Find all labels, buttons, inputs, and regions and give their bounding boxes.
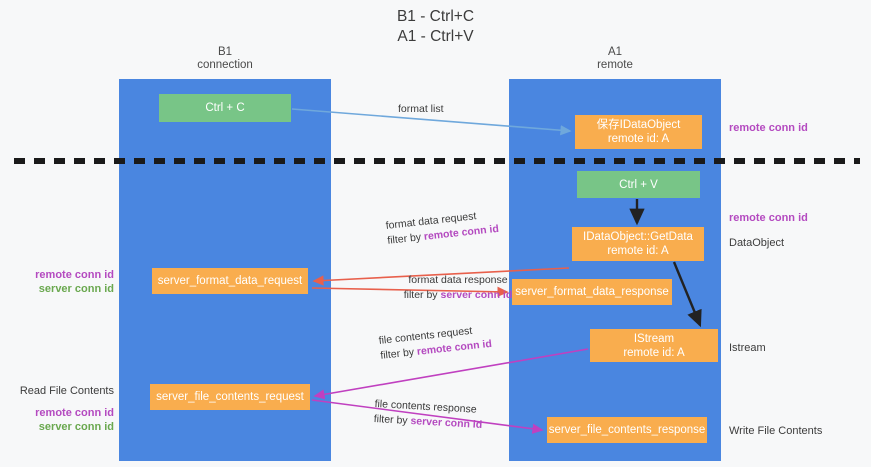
annotation-text: Write File Contents [729,425,823,437]
annotation-read-file-contents: Read File Contents [19,385,114,397]
filter-by-prefix: filter by [379,345,418,362]
annotation-right-remote-conn-id-1: remote conn id [729,121,808,135]
arrow-label-file-contents-request: file contents request filter by remote c… [378,322,493,364]
box-server-format-data-response[interactable]: server_format_data_response [512,279,672,305]
token-server-conn-id: server conn id [440,289,513,301]
box-server-file-contents-request-label: server_file_contents_request [156,391,304,403]
annotation-right-write-file-contents: Write File Contents [729,424,822,438]
arrow-label-format-list-text: format list [398,103,444,115]
lane-header-b1: B1 connection [119,46,331,72]
lane-header-a1-name: A1 [607,46,623,58]
annotation-right-remote-conn-id-2: remote conn id [729,211,808,225]
box-ctrl-c[interactable]: Ctrl + C [159,94,291,122]
annotation-right-dataobject: DataObject [729,236,784,250]
box-idataobject-getdata-label: IDataObject::GetData [583,231,693,243]
lane-header-a1-subtitle: remote [597,59,633,71]
box-server-file-contents-request[interactable]: server_file_contents_request [150,384,310,410]
annotation-server-conn-id: server conn id [38,421,114,433]
filter-by-prefix: filter by [373,412,411,428]
box-save-idataobject-sub: remote id: A [607,133,670,145]
annotation-text: DataObject [729,237,785,249]
box-ctrl-c-label: Ctrl + C [205,102,245,114]
annotation-server-conn-id: server conn id [38,283,114,295]
arrow-label-format-data-response-line1: format data response [408,274,508,286]
arrow-label-file-contents-response: file contents response filter by server … [373,397,483,433]
page-title-line-1: B1 - Ctrl+C [396,8,475,25]
box-server-file-contents-response[interactable]: server_file_contents_response [547,417,707,443]
box-server-format-data-response-label: server_format_data_response [515,286,669,298]
box-istream-sub: remote id: A [623,346,685,359]
page-title: B1 - Ctrl+C A1 - Ctrl+V [0,7,871,47]
annotation-text: remote conn id [729,122,808,134]
filter-by-prefix: filter by [403,289,441,301]
annotation-remote-conn-id: remote conn id [35,407,114,419]
box-idataobject-getdata[interactable]: IDataObject::GetData remote id: A [572,227,704,261]
box-server-format-data-request[interactable]: server_format_data_request [152,268,308,294]
box-istream-label: IStream [633,332,675,345]
box-save-idataobject-label: 保存IDataObject [596,119,681,131]
arrow-label-format-list: format list [398,102,444,117]
lane-header-b1-name: B1 [217,46,233,58]
arrow-label-format-data-request: format data request filter by remote con… [385,207,500,249]
box-server-format-data-request-label: server_format_data_request [157,275,303,287]
annotation-text: Istream [729,342,766,354]
annotation-left-conn-ids: remote conn id server conn id [18,268,114,296]
filter-by-prefix: filter by [386,230,425,247]
page-title-line-2: A1 - Ctrl+V [397,28,474,45]
box-save-idataobject[interactable]: 保存IDataObject remote id: A [575,115,702,149]
annotation-remote-conn-id: remote conn id [35,269,114,281]
arrow-label-format-data-response-line2: filter by server conn id [378,288,538,303]
token-server-conn-id: server conn id [410,415,483,432]
box-ctrl-v[interactable]: Ctrl + V [577,171,700,198]
annotation-left-read-file-contents: Read File Contents remote conn id server… [10,384,114,434]
lane-header-b1-subtitle: connection [197,59,253,71]
annotation-right-istream: Istream [729,341,766,355]
box-server-file-contents-response-label: server_file_contents_response [548,424,706,436]
box-idataobject-getdata-sub: remote id: A [607,245,669,257]
arrow-label-format-data-response: format data response filter by server co… [378,273,538,303]
box-ctrl-v-label: Ctrl + V [619,178,658,191]
lane-header-a1: A1 remote [509,46,721,72]
box-istream[interactable]: IStream remote id: A [590,329,718,362]
annotation-text: remote conn id [729,212,808,224]
